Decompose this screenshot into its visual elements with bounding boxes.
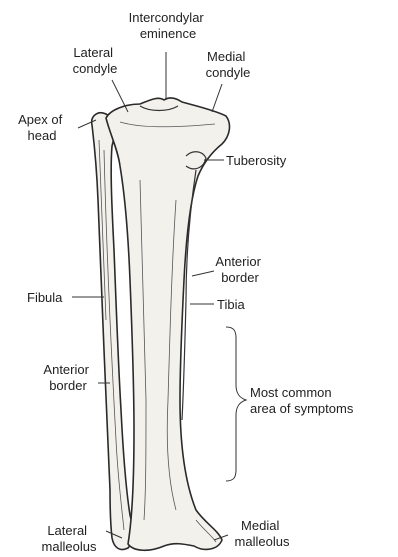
label-lateral-malleolus: Lateral malleolus [42, 523, 97, 554]
label-tibia: Tibia [217, 297, 245, 312]
label-fibula: Fibula [27, 290, 63, 305]
label-medial-malleolus: Medial malleolus [235, 518, 290, 549]
symptom-area-brace [226, 327, 246, 481]
label-medial-condyle: Medial condyle [206, 49, 251, 80]
label-intercondylar-eminence: Intercondylar eminence [129, 10, 208, 41]
label-apex-of-head: Apex of head [18, 112, 66, 143]
label-lateral-condyle: Lateral condyle [73, 45, 118, 76]
label-most-common-area: Most common area of symptoms [250, 385, 354, 416]
leader-medial-condyle [212, 84, 222, 112]
label-tuberosity: Tuberosity [226, 153, 287, 168]
leader-anterior-border-tibia [192, 271, 214, 276]
label-anterior-border-tibia: Anterior border [215, 254, 264, 285]
label-anterior-border-fibula: Anterior border [43, 362, 92, 393]
